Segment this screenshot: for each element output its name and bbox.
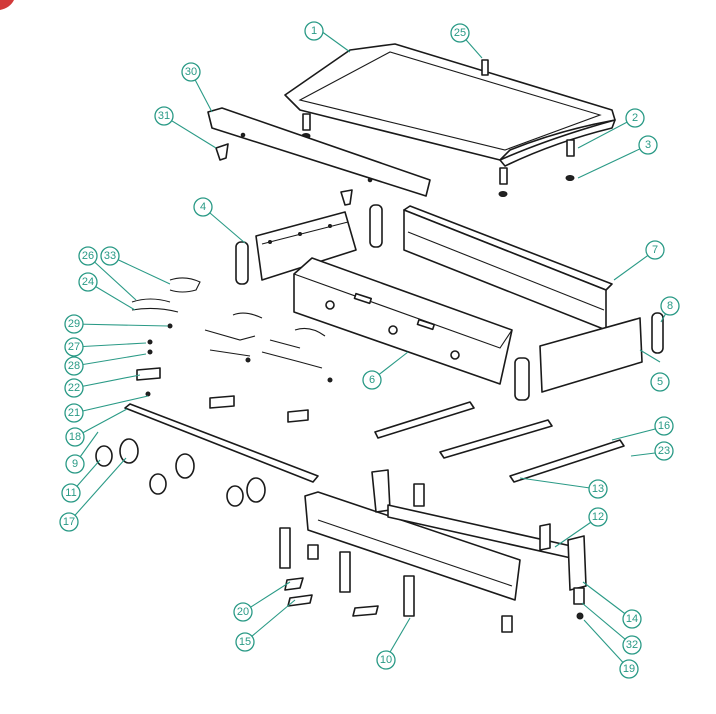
svg-text:4: 4 [200,201,206,213]
svg-text:2: 2 [632,112,638,124]
valves [136,367,309,423]
svg-text:10: 10 [380,654,392,666]
part-31 [215,143,229,161]
callout-10: 10 [376,650,396,670]
svg-text:29: 29 [68,318,80,330]
callout-33: 33 [100,246,120,266]
callout-22: 22 [64,378,84,398]
svg-text:20: 20 [237,606,249,618]
callout-29: 29 [64,314,84,334]
svg-text:28: 28 [68,360,80,372]
callout-26: 26 [78,246,98,266]
svg-text:26: 26 [82,250,94,262]
callout-31: 31 [154,106,174,126]
callout-23: 23 [654,441,674,461]
svg-text:23: 23 [658,445,670,457]
burners [374,401,625,483]
stand-frame [304,469,587,601]
svg-text:27: 27 [68,341,80,353]
callout-30: 30 [181,62,201,82]
corner-mark [0,0,14,10]
callout-24: 24 [78,272,98,292]
burner-sleeve-2 [369,204,383,248]
back-splash [207,107,431,197]
callout-11: 11 [61,483,81,503]
griddle-plate [284,43,616,167]
control-knobs [95,438,266,507]
svg-text:1: 1 [311,25,317,37]
callout-8: 8 [660,296,680,316]
callout-13: 13 [588,479,608,499]
callout-9: 9 [65,454,85,474]
svg-text:8: 8 [667,300,673,312]
callout-32: 32 [622,635,642,655]
svg-text:25: 25 [454,27,466,39]
side-panel-left [255,211,357,281]
callout-17: 17 [59,512,79,532]
callout-25: 25 [450,23,470,43]
small-fittings [145,323,333,397]
plate-legs [301,113,575,197]
svg-text:19: 19 [623,663,635,675]
svg-text:22: 22 [68,382,80,394]
svg-text:17: 17 [63,516,75,528]
burner-sleeve-1 [235,241,249,285]
svg-text:31: 31 [158,110,170,122]
callout-21: 21 [64,403,84,423]
svg-text:18: 18 [69,431,81,443]
callout-27: 27 [64,337,84,357]
svg-text:30: 30 [185,66,197,78]
svg-text:13: 13 [592,483,604,495]
burner-sleeve-3 [651,312,664,354]
svg-text:16: 16 [658,420,670,432]
brackets [284,483,551,617]
svg-text:21: 21 [68,407,80,419]
svg-text:3: 3 [645,139,651,151]
callout-1: 1 [304,21,324,41]
svg-text:14: 14 [626,613,638,625]
svg-text:32: 32 [626,639,638,651]
callout-15: 15 [235,632,255,652]
gas-lines [131,277,326,369]
callout-7: 7 [645,240,665,260]
callout-5: 5 [650,372,670,392]
callout-20: 20 [233,602,253,622]
side-panel-right [539,317,643,393]
callout-2: 2 [625,108,645,128]
manifold-bar [124,403,319,483]
callout-16: 16 [654,416,674,436]
callout-18: 18 [65,427,85,447]
svg-text:7: 7 [652,244,658,256]
callout-6: 6 [362,370,382,390]
callout-28: 28 [64,356,84,376]
svg-text:11: 11 [65,487,76,499]
callout-19: 19 [619,659,639,679]
svg-text:5: 5 [657,376,663,388]
callout-12: 12 [588,507,608,527]
callout-4: 4 [193,197,213,217]
stand-feet [279,527,585,633]
svg-text:12: 12 [592,511,604,523]
svg-text:6: 6 [369,374,375,386]
part-25 [481,59,489,76]
front-panel [293,257,513,385]
burner-sleeve-4 [514,357,530,401]
svg-text:9: 9 [72,458,78,470]
callout-14: 14 [622,609,642,629]
svg-text:33: 33 [104,250,116,262]
svg-text:15: 15 [239,636,251,648]
svg-text:24: 24 [82,276,94,288]
callout-3: 3 [638,135,658,155]
